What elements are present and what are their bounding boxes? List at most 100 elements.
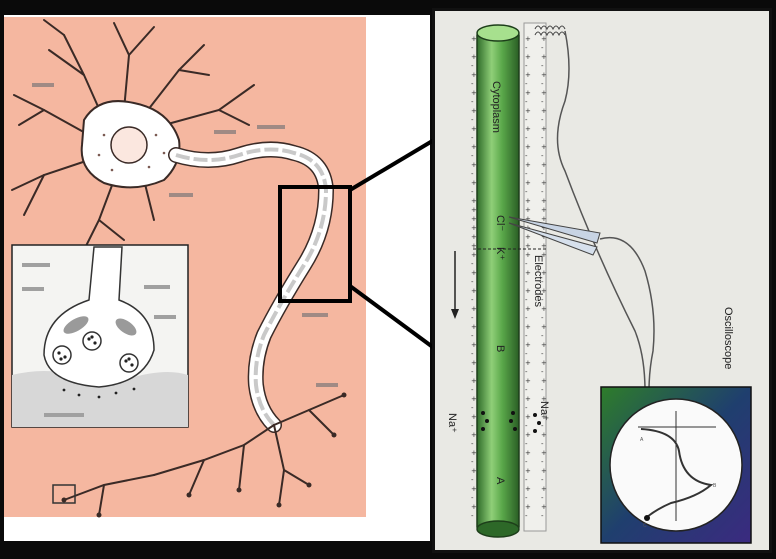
- charge-mark: +: [525, 395, 531, 403]
- charge-mark: +: [541, 89, 547, 97]
- charge-mark: +: [525, 377, 531, 385]
- charge-mark: +: [541, 143, 547, 151]
- charge-mark: +: [525, 269, 531, 277]
- charge-mark: +: [471, 125, 477, 133]
- charge-mark: -: [471, 332, 474, 340]
- axon-bottom-cap: [477, 521, 519, 537]
- oscilloscope: A B C: [601, 387, 751, 543]
- charge-mark: +: [471, 269, 477, 277]
- charge-mark: +: [471, 206, 477, 214]
- charge-mark: +: [471, 323, 477, 331]
- charge-mark: -: [471, 476, 474, 484]
- charge-mark: +: [525, 305, 531, 313]
- synapse-inset: [12, 245, 188, 427]
- charge-mark: -: [471, 458, 474, 466]
- charge-mark: +: [471, 251, 477, 259]
- charge-mark: +: [541, 449, 547, 457]
- charge-mark: +: [471, 197, 477, 205]
- charge-mark: -: [471, 170, 474, 178]
- neuron-illustration: [4, 15, 430, 541]
- charge-mark: +: [525, 233, 531, 241]
- charge-mark: -: [471, 296, 474, 304]
- charge-mark: +: [471, 377, 477, 385]
- charge-mark: +: [541, 485, 547, 493]
- charge-mark: +: [471, 224, 477, 232]
- charge-mark: +: [471, 107, 477, 115]
- scope-point-c: C: [643, 523, 647, 529]
- a-label: A: [494, 477, 506, 485]
- charge-mark: +: [541, 431, 547, 439]
- charge-mark: +: [471, 89, 477, 97]
- charge-mark: +: [541, 107, 547, 115]
- charge-mark: +: [471, 341, 477, 349]
- charge-mark: -: [471, 44, 474, 52]
- charge-mark: +: [471, 359, 477, 367]
- charge-mark: +: [525, 485, 531, 493]
- charge-mark: +: [541, 179, 547, 187]
- charge-mark: +: [525, 161, 531, 169]
- charge-mark: +: [471, 233, 477, 241]
- charge-mark: +: [541, 341, 547, 349]
- oscilloscope-label: Oscilloscope: [722, 307, 734, 369]
- charge-mark: -: [471, 134, 474, 142]
- charge-mark: +: [471, 449, 477, 457]
- charge-mark: +: [525, 71, 531, 79]
- charge-mark: +: [471, 53, 477, 61]
- charge-mark: +: [541, 125, 547, 133]
- charge-mark: -: [471, 98, 474, 106]
- charge-mark: -: [471, 350, 474, 358]
- charge-mark: +: [541, 467, 547, 475]
- cytoplasm-label: Cytoplasm: [490, 81, 502, 133]
- charge-mark: +: [525, 89, 531, 97]
- charge-mark: -: [471, 368, 474, 376]
- charge-mark: +: [525, 251, 531, 259]
- charge-mark: +: [471, 431, 477, 439]
- charge-mark: -: [471, 152, 474, 160]
- charge-mark: +: [541, 377, 547, 385]
- charge-mark: +: [541, 71, 547, 79]
- charge-mark: +: [525, 467, 531, 475]
- charge-mark: +: [541, 206, 547, 214]
- charge-mark: +: [471, 35, 477, 43]
- charge-mark: +: [525, 413, 531, 421]
- charge-mark: +: [525, 287, 531, 295]
- electrode-wire-a: [558, 31, 646, 391]
- charge-mark: -: [471, 386, 474, 394]
- propagation-arrowhead: [451, 309, 459, 319]
- charge-mark: +: [471, 485, 477, 493]
- charge-mark: +: [541, 35, 547, 43]
- charge-mark: +: [471, 413, 477, 421]
- na-bottom-label: Na⁺: [446, 413, 458, 433]
- charge-mark: +: [525, 206, 531, 214]
- neuron-anatomy-panel: [4, 15, 430, 541]
- scope-point-c-marker: [644, 515, 650, 521]
- charge-mark: +: [471, 143, 477, 151]
- nucleus: [111, 127, 147, 163]
- charge-mark: +: [471, 179, 477, 187]
- charge-mark: +: [525, 53, 531, 61]
- charge-mark: -: [471, 494, 474, 502]
- charge-mark: +: [541, 359, 547, 367]
- charge-mark: -: [471, 116, 474, 124]
- charge-mark: +: [525, 179, 531, 187]
- charge-mark: -: [471, 512, 474, 520]
- electrodes-label: Electrodes: [532, 255, 544, 307]
- charge-mark: -: [471, 62, 474, 70]
- charge-mark: +: [525, 449, 531, 457]
- cl-label: Cl⁻: [494, 215, 506, 231]
- recording-illustration: +++---+++---+++---+++---+++---+++---+++-…: [435, 11, 769, 550]
- charge-mark: -: [471, 314, 474, 322]
- b-label: B: [494, 345, 506, 352]
- charge-mark: +: [471, 503, 477, 511]
- charge-mark: +: [471, 395, 477, 403]
- charge-mark: +: [471, 287, 477, 295]
- charge-mark: +: [471, 305, 477, 313]
- axon-recording-panel: +++---+++---+++---+++---+++---+++---+++-…: [432, 8, 772, 553]
- charge-mark: -: [471, 278, 474, 286]
- k-label: K⁺: [494, 247, 506, 260]
- charge-mark: +: [525, 35, 531, 43]
- charge-mark: +: [471, 161, 477, 169]
- na-top-label: Na⁺: [538, 401, 550, 421]
- charge-mark: +: [525, 107, 531, 115]
